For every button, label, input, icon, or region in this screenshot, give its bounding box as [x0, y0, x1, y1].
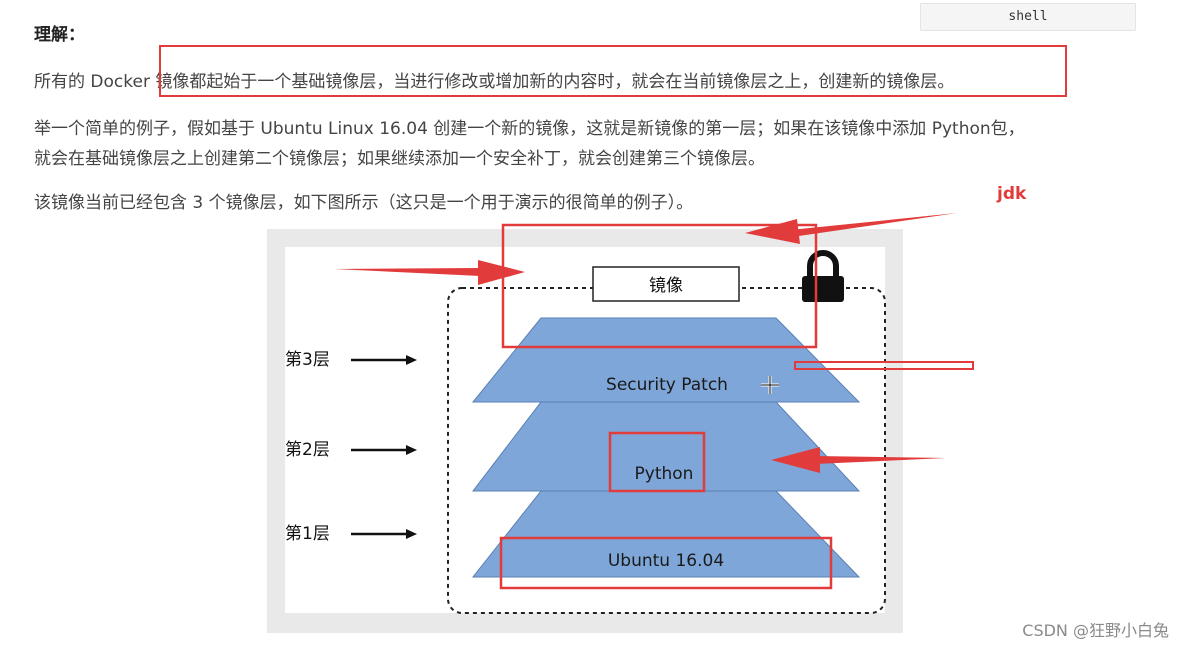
layer-1-arrow: [351, 529, 417, 539]
highlight-box-paragraph: [159, 45, 1067, 97]
layer-1-side-label: 第1层: [285, 524, 330, 544]
highlight-box-python: [608, 431, 706, 493]
section-heading: 理解：: [34, 25, 85, 45]
crosshair-cursor-icon: [761, 376, 779, 394]
jdk-annotation-label: jdk: [997, 184, 1027, 204]
layers-diagram: 镜像 Security Patch Python Ubuntu 16.04 第3…: [285, 247, 886, 614]
paragraph-2-line-2: 就会在基础镜像层之上创建第二个镜像层；如果继续添加一个安全补丁，就会创建第三个镜…: [34, 149, 765, 169]
arrow-jdk-line: [790, 213, 957, 237]
lock-icon: [802, 250, 844, 302]
layer-3-side-label: 第3层: [285, 350, 330, 370]
layer-3-name: Security Patch: [606, 375, 728, 395]
layer-2-side-label: 第2层: [285, 440, 330, 460]
image-label-box: [592, 266, 740, 302]
highlight-box-small: [794, 361, 974, 370]
layer-2-shape: [471, 401, 861, 492]
csdn-watermark: CSDN @狂野小白兔: [1022, 621, 1169, 640]
layer-3-arrow: [351, 355, 417, 365]
layer-1-name: Ubuntu 16.04: [608, 551, 724, 571]
arrow-jdk-head: [745, 219, 800, 244]
layer-3-shape: [471, 317, 861, 403]
paragraph-3: 该镜像当前已经包含 3 个镜像层，如下图所示（这只是一个用于演示的很简单的例子）…: [34, 193, 694, 213]
highlight-box-image-top: [501, 223, 818, 349]
highlight-box-ubuntu: [499, 536, 833, 590]
layer-2-arrow: [351, 445, 417, 455]
arrow-left-head: [478, 260, 525, 285]
image-layers-figure: 镜像 Security Patch Python Ubuntu 16.04 第3…: [267, 229, 903, 633]
paragraph-1: 所有的 Docker 镜像都起始于一个基础镜像层，当进行修改或增加新的内容时，就…: [34, 72, 955, 92]
arrow-python-head: [771, 447, 820, 473]
image-label: 镜像: [649, 276, 683, 296]
image-dashed-container: [447, 287, 886, 614]
arrow-left-line: [334, 268, 480, 276]
shell-tab[interactable]: shell: [920, 3, 1136, 31]
paragraph-2-line-1: 举一个简单的例子，假如基于 Ubuntu Linux 16.04 创建一个新的镜…: [34, 119, 1025, 139]
layer-2-name: Python: [635, 464, 694, 484]
arrow-python-line: [815, 456, 946, 464]
